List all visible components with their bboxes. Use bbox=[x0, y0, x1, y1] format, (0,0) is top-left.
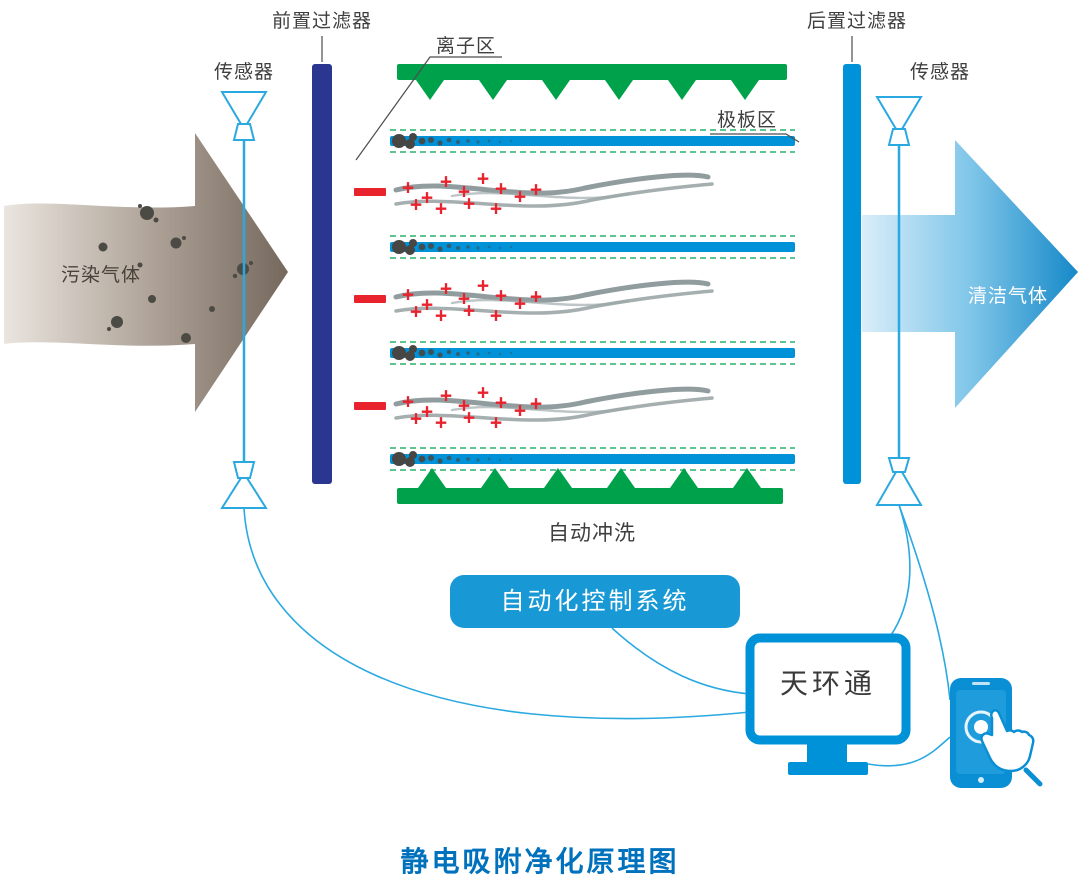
pre-filter-bar bbox=[312, 64, 332, 484]
ion-arrow-icon bbox=[731, 80, 759, 100]
ion-arrow-icon bbox=[416, 80, 444, 100]
polluted-gas-label: 污染气体 bbox=[60, 265, 142, 286]
touch-point bbox=[974, 720, 988, 734]
ion-zone-pointer-line bbox=[355, 56, 502, 161]
wire-monitor-to-phone bbox=[867, 736, 951, 767]
clean-gas-label: 清洁气体 bbox=[967, 286, 1049, 307]
collector-plate bbox=[390, 236, 795, 258]
plate-zone-pointer-line bbox=[710, 133, 800, 143]
pre-filter-label: 前置过滤器 bbox=[271, 11, 373, 32]
wire-left-sensor-to-monitor bbox=[243, 507, 751, 720]
funnel-top-icon bbox=[220, 91, 268, 125]
flush-arrow-icon bbox=[544, 468, 572, 488]
collector-plate bbox=[390, 130, 795, 152]
wire-right-sensor-to-phone bbox=[898, 504, 951, 701]
collector-plate bbox=[390, 342, 795, 364]
discharge-row bbox=[354, 275, 712, 328]
diagram-title: 静电吸附净化原理图 bbox=[400, 846, 680, 877]
flush-arrow-icon bbox=[670, 468, 698, 488]
funnel-bottom-icon bbox=[875, 471, 923, 506]
flush-arrow-icon bbox=[607, 468, 635, 488]
monitor-icon bbox=[745, 633, 911, 775]
auto-flush-label: 自动冲洗 bbox=[548, 522, 636, 545]
wire-right-sensor-to-monitor bbox=[888, 504, 911, 639]
tap-spark-mark bbox=[1023, 767, 1043, 787]
ion-arrow-icon bbox=[668, 80, 696, 100]
ion-zone-label: 离子区 bbox=[435, 36, 497, 57]
sensor-right-label: 传感器 bbox=[909, 62, 971, 83]
polluted-gas-arrow bbox=[4, 133, 288, 412]
sensor-left-label: 传感器 bbox=[213, 62, 275, 83]
flush-arrow-icon bbox=[418, 468, 446, 488]
monitor-screen-label: 天环通 bbox=[779, 668, 876, 699]
ion-zone-bar bbox=[397, 64, 787, 100]
signal-wires bbox=[243, 504, 951, 767]
sensor-left-icon bbox=[220, 91, 268, 509]
post-filter-label: 后置过滤器 bbox=[806, 11, 908, 32]
ion-arrow-icon bbox=[542, 80, 570, 100]
funnel-bottom-icon bbox=[220, 477, 268, 509]
discharge-row bbox=[354, 168, 712, 221]
sensor-right-icon bbox=[875, 96, 923, 506]
discharge-row bbox=[354, 382, 712, 435]
ion-arrow-icon bbox=[605, 80, 633, 100]
wire-control-to-monitor bbox=[611, 627, 751, 695]
post-filter-bar bbox=[843, 64, 861, 484]
control-system-box: 自动化控制系统 bbox=[450, 575, 740, 628]
touch-hand-icon bbox=[980, 709, 1043, 787]
flush-arrow-icon bbox=[733, 468, 761, 488]
plate-zone-label: 极板区 bbox=[716, 110, 778, 131]
label-pointer-lines bbox=[321, 36, 853, 161]
ion-arrow-icon bbox=[479, 80, 507, 100]
funnel-top-icon bbox=[875, 96, 923, 130]
flush-arrow-icon bbox=[481, 468, 509, 488]
auto-flush-bar bbox=[397, 468, 783, 504]
clean-gas-arrow bbox=[862, 140, 1078, 408]
collector-plate bbox=[390, 448, 795, 470]
